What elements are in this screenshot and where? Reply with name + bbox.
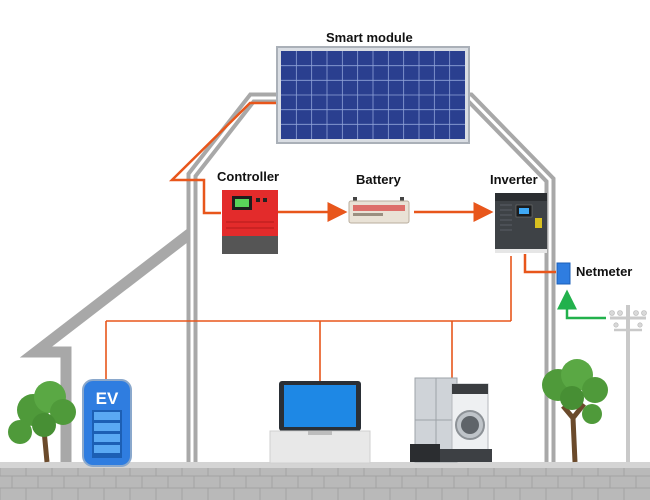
inverter-label: Inverter — [490, 172, 538, 187]
inverter-icon — [495, 193, 547, 253]
netmeter-icon — [556, 262, 571, 285]
laptop-icon — [269, 381, 371, 464]
solar-panel-icon — [276, 46, 470, 144]
utility-pole-icon — [609, 305, 647, 462]
dc-wiring — [168, 101, 556, 274]
ac-wiring — [105, 256, 512, 382]
ev-charger-icon — [82, 379, 132, 467]
ground — [0, 462, 650, 500]
tree-icon — [8, 381, 76, 463]
controller-label: Controller — [217, 169, 280, 184]
battery-label: Battery — [356, 172, 401, 187]
grid-wiring — [557, 289, 606, 320]
home-appliances-icon — [410, 377, 492, 463]
tree-icon — [542, 359, 608, 463]
smart-module-label: Smart module — [326, 30, 413, 45]
ev-label: EV — [96, 389, 119, 408]
house-outline-inner — [190, 96, 552, 462]
netmeter-label: Netmeter — [576, 264, 633, 279]
battery-icon — [348, 197, 410, 224]
charge-controller-icon — [222, 190, 278, 254]
